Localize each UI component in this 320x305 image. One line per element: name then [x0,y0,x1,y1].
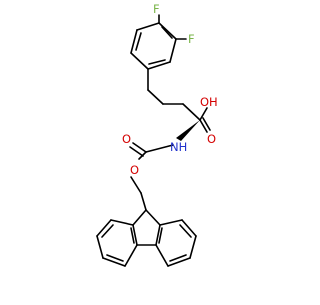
bond-carbonyl-o-double-b [129,146,144,157]
bond-ring1-f [147,61,171,70]
background [0,0,300,300]
bond-c-o-double-a [199,119,208,133]
bond-ring1-double-1 [135,32,142,51]
stereo-wedge-bond [176,120,200,141]
hydroxyl-label: OH [200,95,218,109]
bond-ch2-ch [140,192,147,211]
bond-c-oh [199,107,208,121]
bond-chain-2 [147,89,164,105]
molecule-svg: F F OH O NH O O [0,0,300,300]
bond-ring1-double-2 [161,26,173,39]
bond-fl-right-b [181,219,197,237]
bond-n-carbonyl [145,144,174,153]
bond-fl-right-double-3 [158,227,163,244]
bond-ring1-c [136,22,160,31]
bond-ring1-b [130,29,138,54]
bond-fl-left-a [110,219,134,226]
bond-fl-5b [145,209,161,226]
bond-fl-5a [132,209,147,226]
fluorine-label-right: F [188,32,195,46]
bond-fl-right-d [167,257,191,267]
bond-chain-4 [182,103,201,121]
bond-fl-right-c [189,235,197,259]
bond-fl-right-double-2 [169,254,187,262]
bond-fl-right-double-1 [179,224,192,238]
bond-fl-left-d [102,257,126,267]
bond-ring1-a [130,52,149,70]
bond-fl-left-b [96,219,112,237]
bond-ring1-d [158,22,177,40]
bond-fl-5c [132,224,138,246]
amide-nitrogen-label: NH [170,140,187,154]
bond-fl-right-a [159,219,183,226]
bond-fl-5d [155,224,161,246]
bond-o-ch2 [130,176,142,194]
molecule-structure-canvas: F F OH O NH O O [0,0,300,300]
acid-carbonyl-oxygen-label: O [207,132,216,146]
bond-carbonyl-o-double-a [132,142,147,153]
fluorine-label-top: F [153,2,160,16]
bond-fl-left-double-1 [101,224,114,238]
carbamate-carbonyl-oxygen-label: O [122,132,131,146]
bond-ring1-double-3 [148,59,166,65]
bond-fl-left-e [124,244,138,267]
bond-c-o-double-b [202,117,211,131]
bond-fl-left-c [96,235,104,259]
bond-fl-right-e [155,244,169,267]
bond-ring1-e [169,38,177,63]
bond-fl-left-double-3 [130,227,135,244]
carbamate-ether-oxygen-label: O [130,163,139,177]
skeleton-bonds [96,14,211,267]
bond-fl-left-double-2 [106,254,124,262]
